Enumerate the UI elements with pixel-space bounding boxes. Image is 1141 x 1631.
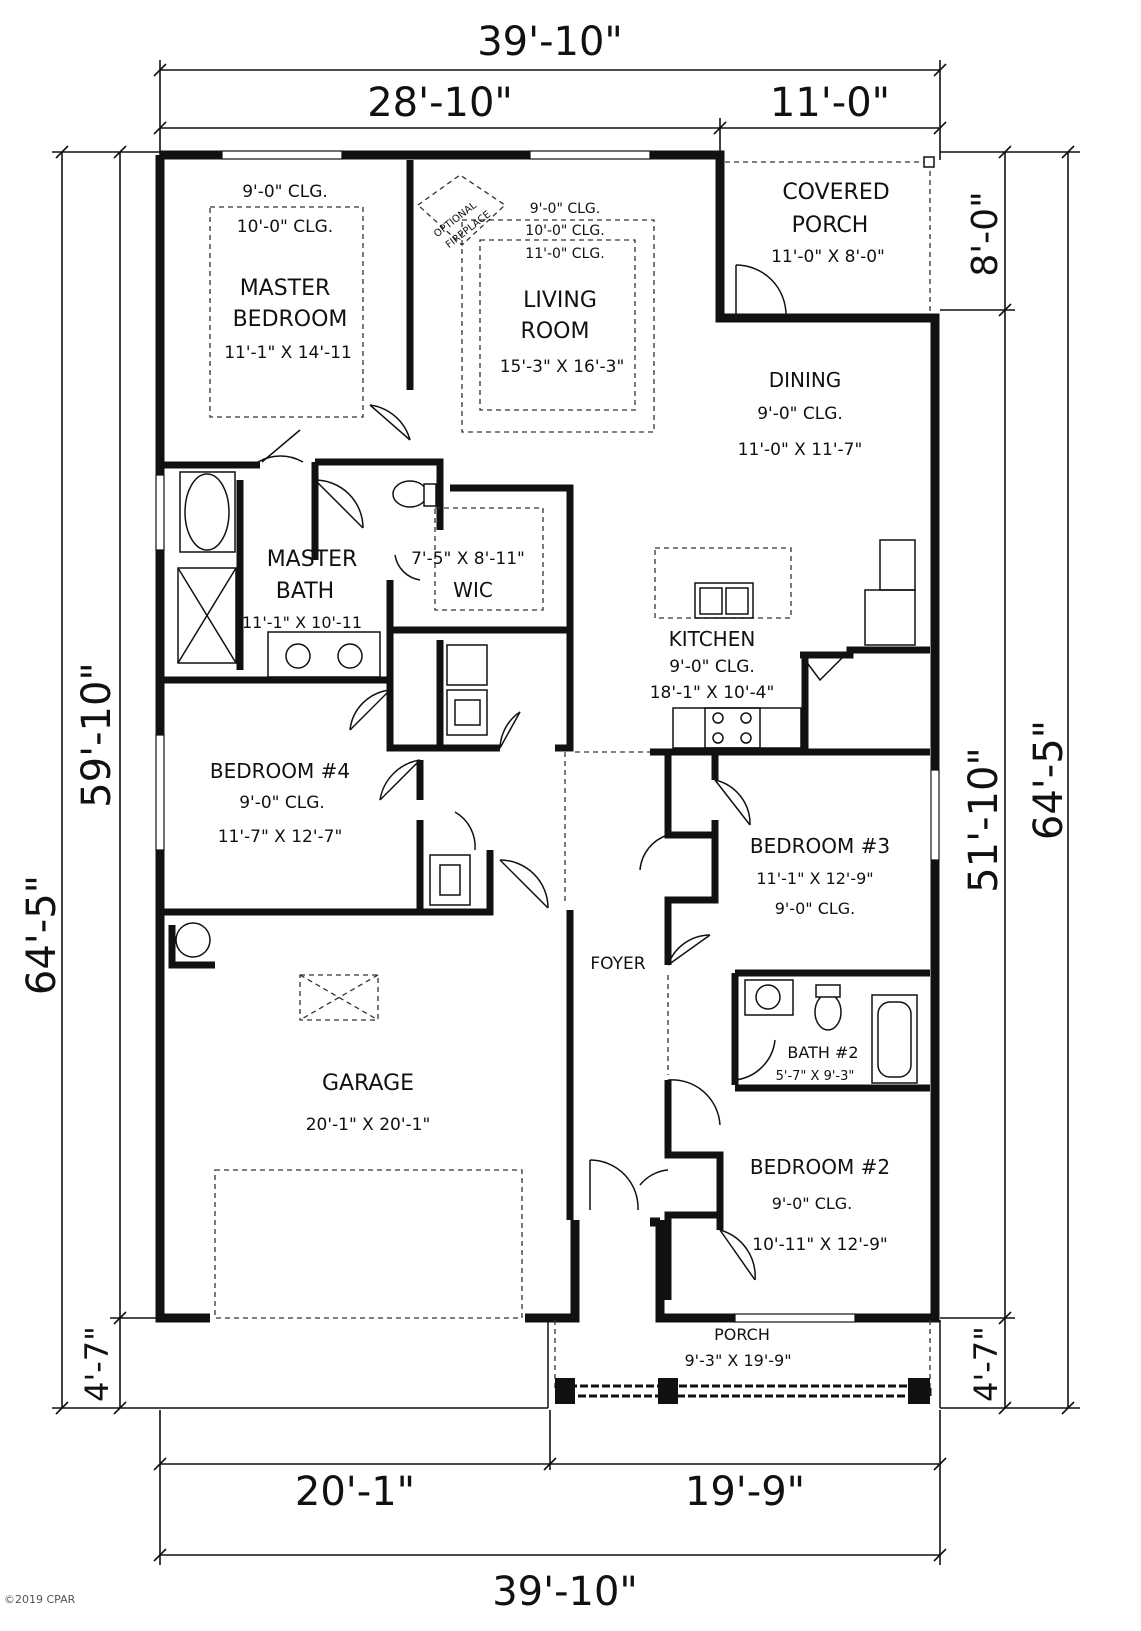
shower-icon bbox=[177, 567, 237, 664]
bedroom3-size: 11'-1" X 12'-9" bbox=[756, 869, 873, 888]
dim-top-left: 28'-10" bbox=[367, 80, 513, 126]
dim-top-right: 11'-0" bbox=[770, 80, 890, 126]
room-labels: 9'-0" CLG. 10'-0" CLG. MASTER BEDROOM 11… bbox=[210, 180, 890, 1370]
master-bedroom-name-2: BEDROOM bbox=[233, 307, 348, 332]
dim-top-overall: 39'-10" bbox=[477, 19, 623, 65]
bedroom3-clg: 9'-0" CLG. bbox=[775, 899, 856, 918]
bedroom4-name: BEDROOM #4 bbox=[210, 759, 350, 783]
counter-icon bbox=[672, 707, 802, 749]
dim-right-overall: 64'-5" bbox=[1026, 720, 1072, 840]
dim-right-porch: 4'-7" bbox=[967, 1326, 1005, 1402]
toilet-icon bbox=[392, 480, 428, 508]
covered-porch-edges bbox=[725, 156, 935, 312]
porch-post-left bbox=[555, 1378, 575, 1404]
washer-icon bbox=[446, 644, 488, 686]
dim-bottom-overall: 39'-10" bbox=[492, 1569, 638, 1615]
refrigerator-icon bbox=[864, 589, 916, 646]
living-room-size: 15'-3" X 16'-3" bbox=[500, 357, 625, 377]
living-room-name-1: LIVING bbox=[523, 288, 597, 313]
living-room-clg-2: 10'-0" CLG. bbox=[525, 223, 604, 239]
bedroom2-size: 10'-11" X 12'-9" bbox=[752, 1235, 887, 1255]
kitchen-clg: 9'-0" CLG. bbox=[669, 657, 755, 677]
master-bath-size: 11'-1" X 10'-11 bbox=[242, 613, 362, 632]
dim-right-covered-porch: 8'-0" bbox=[965, 191, 1006, 276]
front-porch bbox=[547, 1320, 941, 1408]
dimension-labels: 39'-10" 28'-10" 11'-0" 20'-1" 19'-9" 39'… bbox=[19, 19, 1072, 1615]
sink-icon bbox=[285, 643, 311, 669]
living-room-clg-3: 11'-0" CLG. bbox=[525, 246, 604, 262]
living-room-name-2: ROOM bbox=[521, 319, 590, 344]
dining-size: 11'-0" X 11'-7" bbox=[738, 440, 863, 460]
wic-name: WIC bbox=[453, 578, 493, 602]
double-vanity-icon bbox=[267, 631, 381, 678]
water-heater-icon bbox=[175, 922, 211, 958]
porch-name: PORCH bbox=[714, 1325, 770, 1344]
bedroom4-clg: 9'-0" CLG. bbox=[239, 793, 325, 813]
fixtures bbox=[175, 471, 918, 1084]
bedroom4-size: 11'-7" X 12'-7" bbox=[218, 827, 343, 847]
bedroom3-name: BEDROOM #3 bbox=[750, 834, 890, 858]
dim-bottom-left: 20'-1" bbox=[295, 1469, 415, 1515]
dining-name: DINING bbox=[769, 368, 842, 392]
dining-clg: 9'-0" CLG. bbox=[757, 404, 843, 424]
door-swings bbox=[257, 264, 851, 1281]
dim-right-main: 51'-10" bbox=[961, 747, 1007, 893]
dim-bottom-right: 19'-9" bbox=[685, 1469, 805, 1515]
windows bbox=[155, 150, 940, 1323]
garage-name: GARAGE bbox=[322, 1071, 414, 1096]
ceiling-outlines bbox=[209, 174, 792, 1319]
foyer-name: FOYER bbox=[590, 954, 645, 974]
bath2-size: 5'-7" X 9'-3" bbox=[776, 1069, 855, 1084]
garage-size: 20'-1" X 20'-1" bbox=[306, 1115, 431, 1135]
sink-icon bbox=[337, 643, 363, 669]
copyright-notice: ©2019 CPAR bbox=[4, 1593, 76, 1606]
dim-left-porch: 4'-7" bbox=[78, 1326, 116, 1402]
master-bedroom-clg-2: 10'-0" CLG. bbox=[237, 217, 333, 237]
living-room-clg-1: 9'-0" CLG. bbox=[530, 201, 600, 217]
kitchen-size: 18'-1" X 10'-4" bbox=[650, 683, 775, 703]
kitchen-sink-icon bbox=[694, 582, 754, 619]
kitchen-name: KITCHEN bbox=[669, 627, 756, 651]
bathtub-icon bbox=[184, 473, 230, 551]
sink-icon bbox=[755, 984, 781, 1010]
dryer-icon bbox=[446, 689, 488, 736]
range-icon bbox=[704, 707, 761, 749]
master-bedroom-clg-1: 9'-0" CLG. bbox=[242, 182, 328, 202]
covered-porch-name-2: PORCH bbox=[792, 213, 869, 238]
master-bath-name-2: BATH bbox=[276, 579, 334, 604]
toilet-icon bbox=[814, 993, 842, 1031]
dim-left-overall: 64'-5" bbox=[19, 875, 65, 995]
bathtub-icon bbox=[871, 994, 918, 1084]
wic-size: 7'-5" X 8'-11" bbox=[411, 549, 525, 569]
master-bedroom-size: 11'-1" X 14'-11 bbox=[224, 343, 352, 363]
dimension-lines bbox=[52, 60, 1080, 1565]
porch-size: 9'-3" X 19'-9" bbox=[684, 1351, 791, 1370]
bedroom2-clg: 9'-0" CLG. bbox=[772, 1194, 853, 1213]
covered-porch-size: 11'-0" X 8'-0" bbox=[771, 247, 885, 267]
porch-post-mid bbox=[658, 1378, 678, 1404]
covered-porch-name-1: COVERED bbox=[782, 180, 889, 205]
bedroom2-name: BEDROOM #2 bbox=[750, 1155, 890, 1179]
master-bedroom-name-1: MASTER bbox=[240, 276, 331, 301]
pantry-icon bbox=[429, 854, 471, 906]
dim-left-main: 59'-10" bbox=[74, 662, 120, 808]
porch-post-right bbox=[908, 1378, 930, 1404]
bath2-name: BATH #2 bbox=[787, 1043, 858, 1062]
master-bath-name-1: MASTER bbox=[267, 547, 358, 572]
